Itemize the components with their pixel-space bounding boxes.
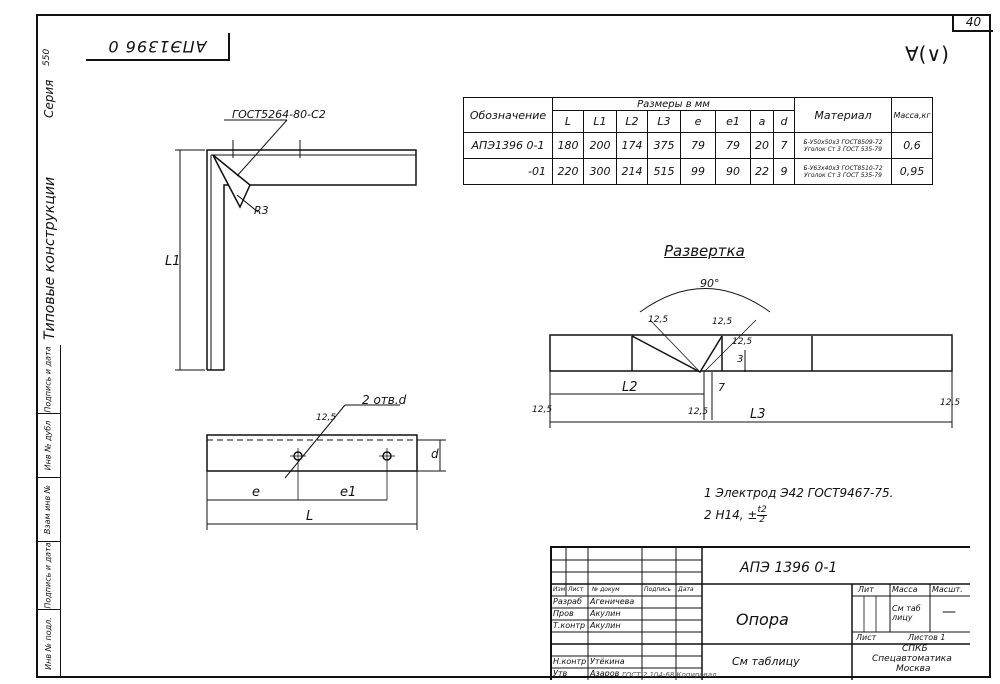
stamp-code-box: АПЭ1396 0: [86, 33, 230, 61]
dim-e1-label: e1: [340, 485, 356, 500]
tb-sheets: Листов 1: [908, 633, 946, 642]
tb-col: Изм: [553, 586, 566, 593]
dim-L1-label: L1: [165, 254, 181, 269]
col-e1: e1: [715, 110, 751, 133]
dim-3-label: 3: [737, 354, 743, 365]
dev-angle: 90°: [700, 277, 720, 290]
dim-L2-label: L2: [622, 380, 638, 395]
dim-d-label: d: [431, 447, 439, 461]
rough-mid: 12,5: [688, 407, 708, 417]
rough-left: 12,5: [532, 405, 552, 415]
strip-cell: Подпись и дата: [36, 345, 60, 414]
dim-L-label: L: [306, 509, 313, 524]
hdr-designation: Обозначение: [463, 97, 553, 133]
development-strip: [549, 334, 953, 372]
tb-person: Акулин: [590, 621, 621, 630]
col-L2: L2: [616, 110, 648, 133]
table-row: -01 220 300 214 515 99 90 22 9 Б-У63х40х…: [463, 158, 933, 185]
dev-r2: 12,5: [712, 317, 732, 327]
col-L: L: [552, 110, 584, 133]
tb-col: Дата: [678, 586, 694, 593]
tb-org1: СПКБ: [902, 644, 928, 654]
sheet-number: 40: [952, 14, 993, 32]
main-standard: ГОСТ5264-80-С2: [232, 108, 326, 121]
bottom-line: ГОСТ 2.104-68 Копировал: [622, 671, 717, 679]
tb-org3: Москва: [896, 664, 931, 674]
tb-person: Азаров: [590, 669, 620, 678]
table-row: АПЭ1396 0-1 180 200 174 375 79 79 20 7 Б…: [463, 132, 933, 159]
plan-rough: 12,5: [316, 413, 336, 423]
hdr-mass: Масса,кг: [891, 97, 933, 133]
hdr-sizes: Размеры в мм: [552, 97, 795, 111]
plan-outline: [206, 434, 418, 472]
tb-person: Утёкина: [590, 657, 625, 666]
tb-mass-value: См таб лицу: [892, 604, 921, 622]
dev-r1: 12,5: [648, 315, 668, 325]
side-strip: Подпись и дата Инв № дубл Взам инв № Под…: [36, 345, 61, 678]
angle-outline: [206, 149, 417, 371]
holes-note: 2 отв.d: [362, 393, 407, 407]
tb-role: Разраб: [553, 597, 582, 606]
development-title: Развертка: [664, 242, 745, 260]
col-L1: L1: [583, 110, 617, 133]
tb-col: Лист: [568, 586, 584, 593]
tb-mass-hdr: Масса: [892, 585, 918, 594]
tb-col: № докум: [592, 586, 620, 593]
title-block: АПЭ 1396 0-1 Опора См таблицу Лит Масса …: [550, 546, 970, 680]
tb-col: Подпись: [644, 586, 671, 593]
weld-symbol: ∀(∨): [905, 42, 949, 66]
notch: [631, 335, 723, 373]
tb-code: АПЭ 1396 0-1: [740, 560, 838, 576]
dim-L3-label: L3: [750, 407, 766, 422]
col-e: e: [680, 110, 716, 133]
tb-scale-value: —: [942, 604, 956, 620]
tb-role: Пров: [553, 609, 574, 618]
dev-r3: 12,5: [732, 337, 752, 347]
strip-cell: Инв № дубл: [36, 413, 60, 478]
col-L3: L3: [647, 110, 681, 133]
col-d: d: [773, 110, 795, 133]
weld-seam: [212, 154, 251, 209]
tb-role: Утв: [553, 669, 568, 678]
tb-person: Акулин: [590, 609, 621, 618]
drawing-frame: [36, 14, 991, 678]
main-radius: R3: [254, 204, 269, 217]
dimensions-table: Обозначение Размеры в мм Материал Масса,…: [463, 97, 933, 185]
angle-arc: [639, 288, 771, 313]
tb-role: Т.контр: [553, 621, 586, 630]
tb-scale-hdr: Масшт.: [932, 585, 963, 594]
strip-cell: Подпись и дата: [36, 541, 60, 610]
hdr-material: Материал: [794, 97, 892, 133]
tb-person: Агеничева: [590, 597, 635, 606]
col-a: a: [750, 110, 774, 133]
tb-role: Н.контр: [553, 657, 587, 666]
dim-7-label: 7: [718, 381, 725, 394]
tb-name: Опора: [736, 610, 789, 629]
tb-sheet: Лист: [856, 633, 877, 642]
dim-e-label: e: [252, 485, 260, 500]
tb-material: См таблицу: [732, 655, 800, 668]
tb-lit: Лит: [858, 585, 874, 594]
strip-cell: Взам инв №: [36, 477, 60, 542]
rough-right: 12,5: [940, 398, 960, 408]
tb-org2: Спецавтоматика: [872, 654, 952, 664]
note-1: 1 Электрод Э42 ГОСТ9467-75.: [704, 486, 894, 500]
